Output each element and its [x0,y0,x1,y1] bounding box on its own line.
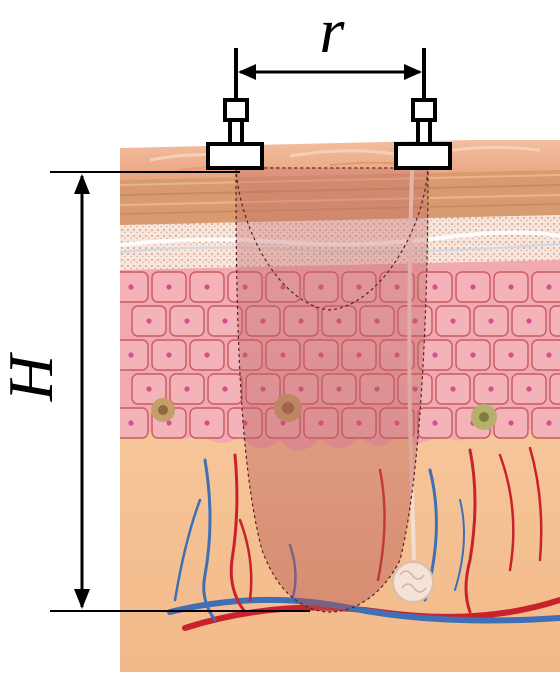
cell-nucleus [546,420,551,425]
cell-nucleus [204,420,209,425]
cell-nucleus [488,386,493,391]
cell-nucleus [432,284,437,289]
cell-nucleus [184,318,189,323]
cell-nucleus [470,284,475,289]
skin-cell [550,374,560,404]
cell-nucleus [166,352,171,357]
cell-nucleus [450,318,455,323]
cell-nucleus [166,284,171,289]
cell-nucleus [526,386,531,391]
cell-nucleus [470,352,475,357]
cell-nucleus [546,284,551,289]
skin-cell [532,272,560,302]
spacing-label: r [320,0,346,66]
cell-nucleus [222,318,227,323]
skin-block [114,138,560,672]
cell-nucleus [204,284,209,289]
skin-cell [532,408,560,438]
cell-nucleus [546,352,551,357]
cell-nucleus [488,318,493,323]
skin-cell [532,340,560,370]
cell-nucleus [146,318,151,323]
skin-cell [550,306,560,336]
cell-nucleus [184,386,189,391]
cell-nucleus [146,386,151,391]
cell-nucleus [222,386,227,391]
cell-nucleus [432,352,437,357]
current-path-outer [236,168,428,612]
cell-nucleus [450,386,455,391]
cell-nucleus [128,284,133,289]
cell-nucleus [508,284,513,289]
depth-label: H [0,351,66,402]
cell-nucleus [204,352,209,357]
spacing-dimension [238,64,422,80]
cell-nucleus [508,420,513,425]
cell-nucleus [128,420,133,425]
cell-nucleus [508,352,513,357]
cell-nucleus [128,352,133,357]
cell-nucleus [432,420,437,425]
cell-nucleus [526,318,531,323]
